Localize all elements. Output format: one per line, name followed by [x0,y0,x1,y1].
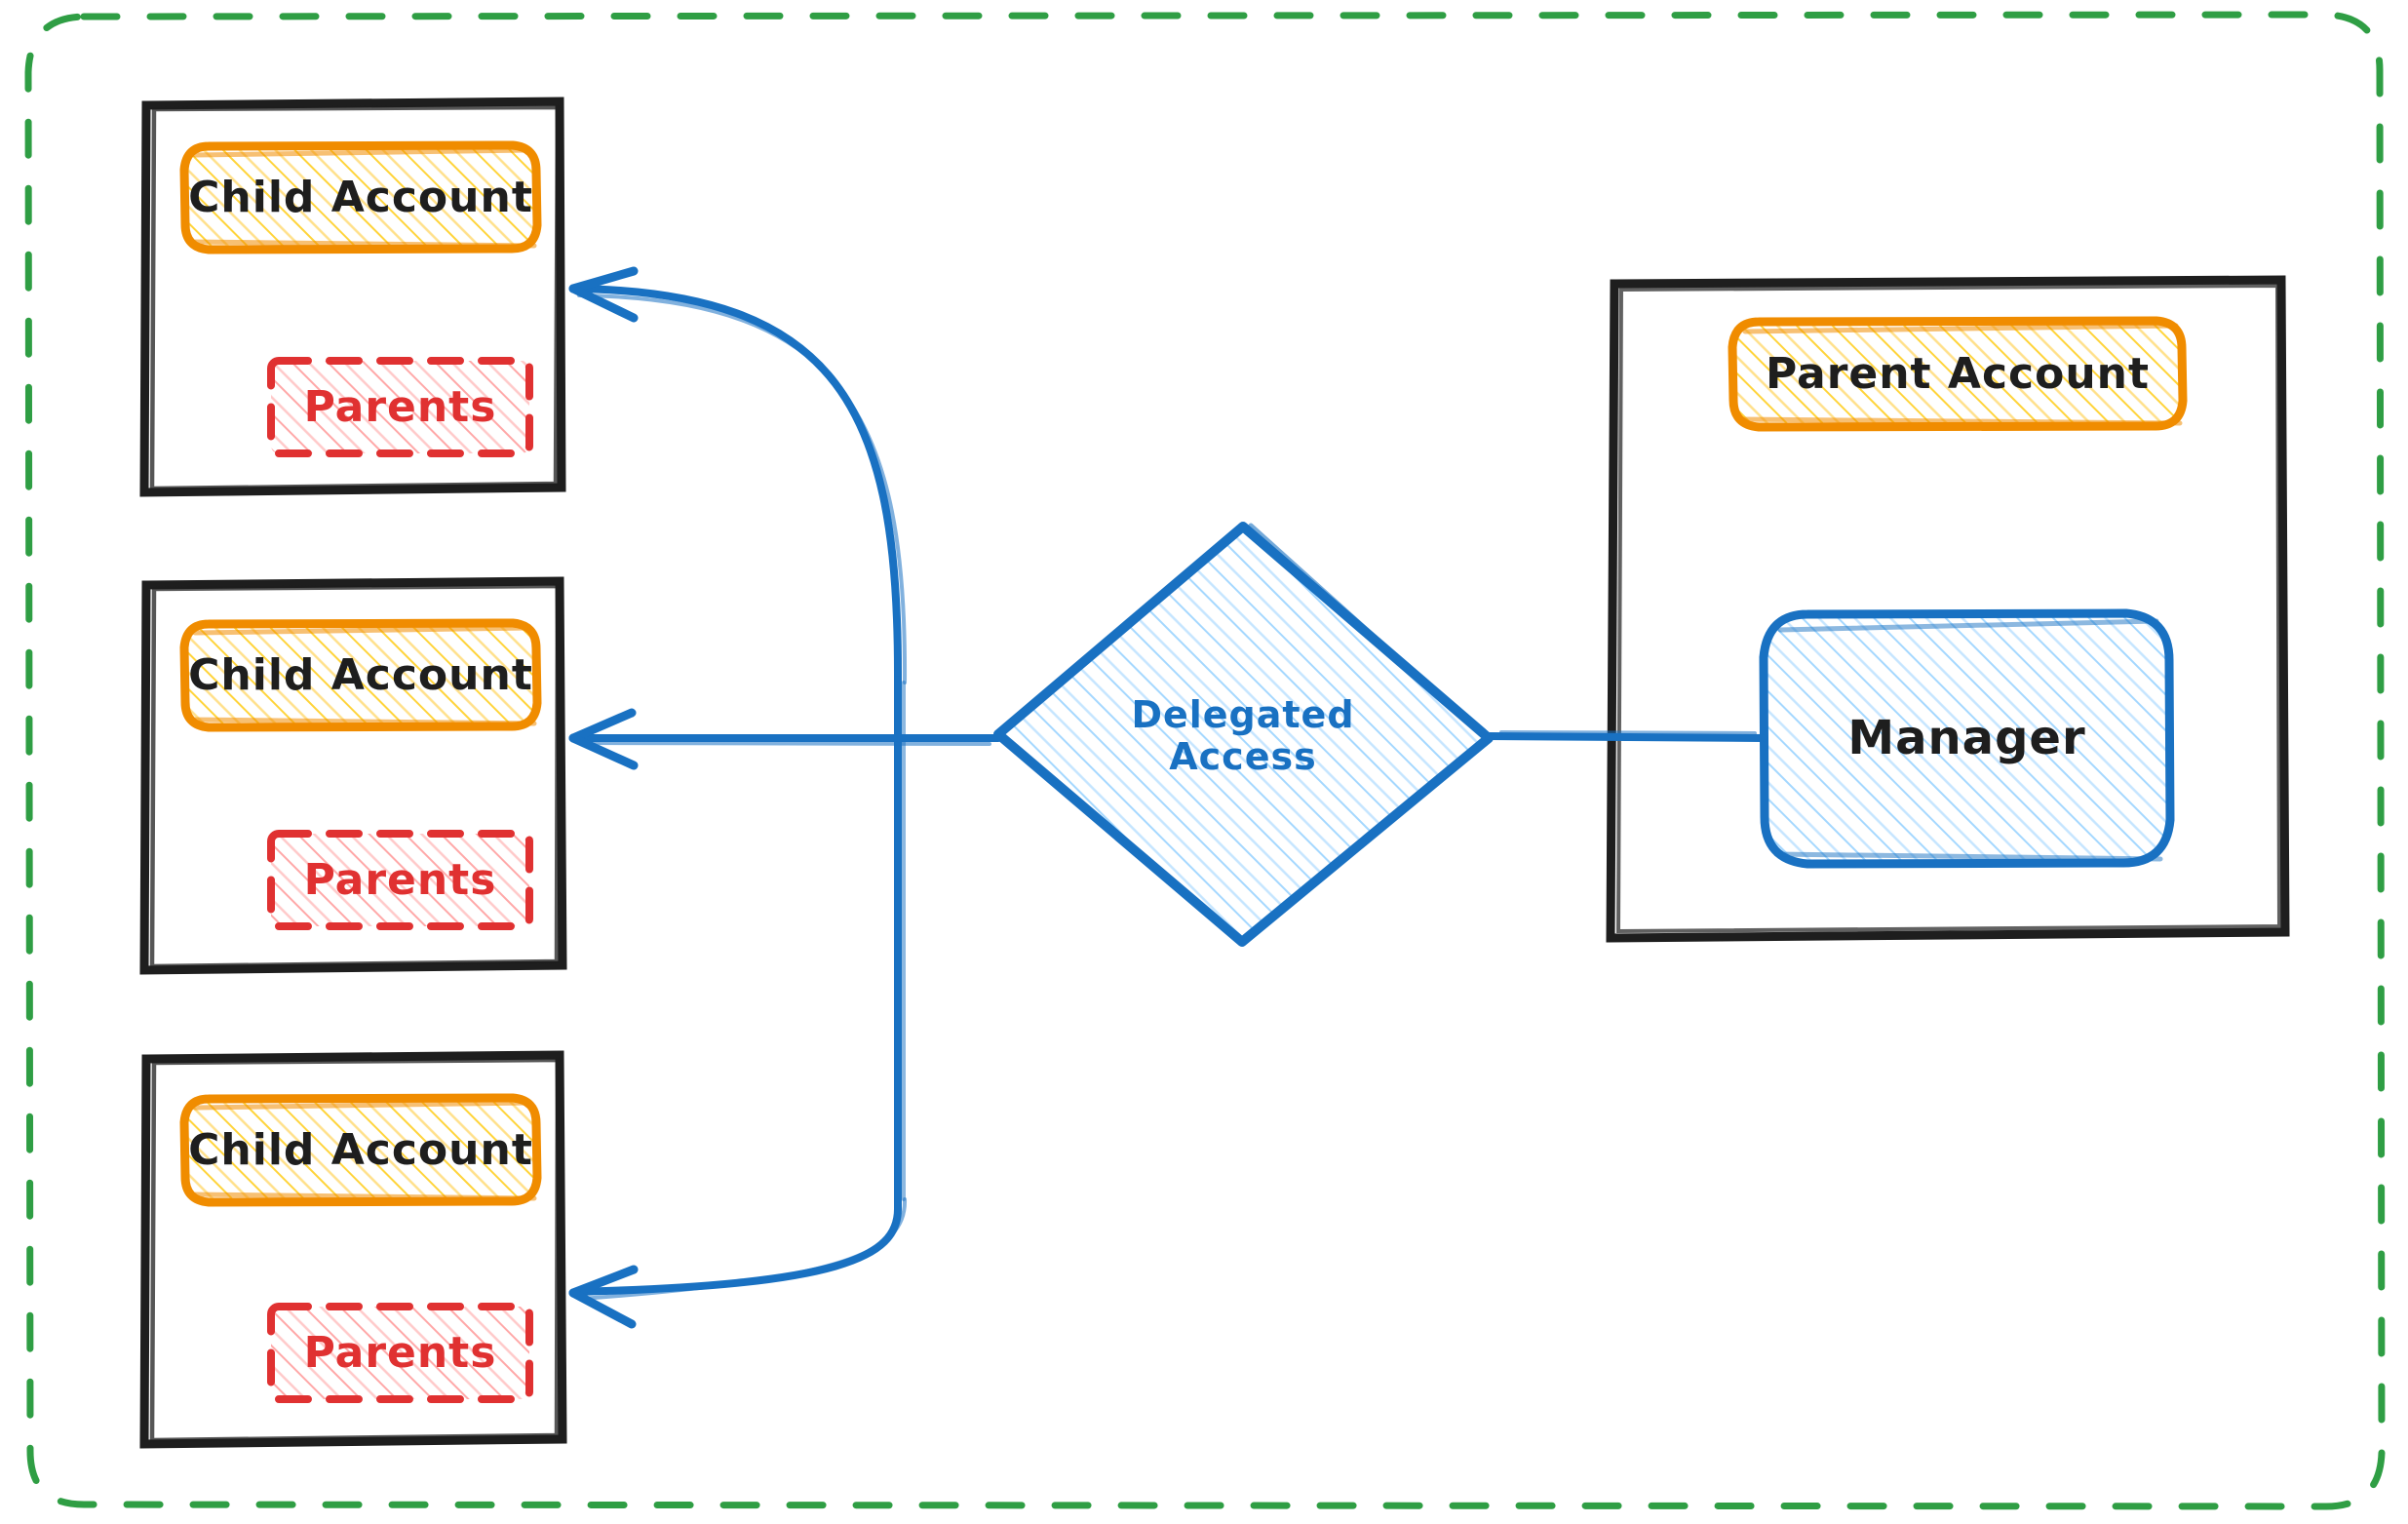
child-account-box-2[interactable] [179,618,542,732]
connector-manager-to-delegated [1485,730,1767,742]
parents-box-1[interactable] [267,357,533,457]
parent-account-box[interactable] [1728,316,2188,432]
outer-boundary [24,11,2386,1510]
manager-box[interactable] [1759,608,2175,869]
child-account-container-3 [139,1050,567,1449]
parents-box-3[interactable] [267,1303,533,1403]
connector-delegated-to-child-2 [568,708,1002,770]
delegated-access-node[interactable] [993,522,1494,947]
parents-box-2[interactable] [267,830,533,930]
connector-delegated-to-child-1 [568,1197,908,1329]
connector-trunk [894,669,906,1213]
connector-delegated-to-child-3 [568,266,908,684]
child-account-container-2 [139,576,567,975]
parent-account-container [1606,275,2290,943]
child-account-container-1 [139,97,566,497]
child-account-box-3[interactable] [179,1093,542,1207]
child-account-box-1[interactable] [179,140,542,254]
